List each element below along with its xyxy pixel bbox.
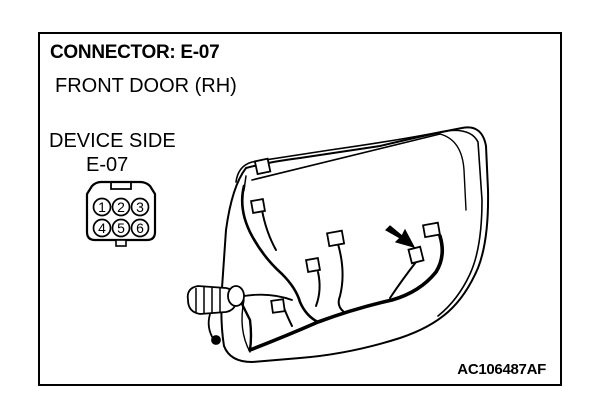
connector-pin-label: 3 — [136, 199, 144, 215]
connector-pin-4 — [92, 218, 112, 238]
arrow-icon — [385, 225, 416, 248]
connector-pin-label: 4 — [98, 220, 106, 236]
harness-connectors — [250, 157, 441, 314]
connector-title: CONNECTOR: E-07 — [50, 42, 220, 63]
connector-pin-label: 6 — [136, 220, 144, 236]
connector-pin-label: 1 — [98, 199, 106, 215]
connector-pin-2 — [111, 197, 131, 217]
connector-pin-label: 5 — [117, 220, 125, 236]
figure-id: AC106487AF — [457, 361, 546, 378]
device-side-label: DEVICE SIDE — [49, 130, 176, 152]
door-location-label: FRONT DOOR (RH) — [55, 75, 237, 97]
wiring-harness — [238, 184, 445, 352]
connector-pin-6 — [130, 218, 150, 238]
connector-pin-5 — [111, 218, 131, 238]
connector-pin-3 — [130, 197, 150, 217]
connector-pin-label: 2 — [117, 199, 125, 215]
connector-pin-1 — [92, 197, 112, 217]
device-code-label: E-07 — [86, 154, 129, 176]
harness-grommet — [186, 285, 245, 345]
door-panel-drawing — [220, 126, 490, 363]
